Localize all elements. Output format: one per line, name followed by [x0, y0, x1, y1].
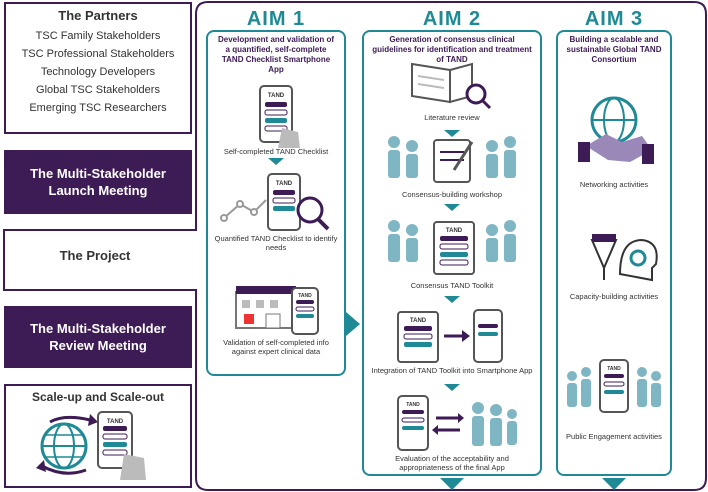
- phone-icon: [397, 395, 429, 451]
- aim2-step3-icon-label: TAND: [446, 228, 463, 234]
- project-label: The Project: [59, 248, 131, 263]
- aim1-step1-icon-label: TAND: [268, 93, 285, 99]
- phone-icon: [599, 359, 629, 413]
- aim2-subtitle: Generation of consensus clinical guideli…: [372, 35, 532, 64]
- phone-icon: [97, 411, 146, 480]
- aim1-step2-caption: Quantified TAND Checklist to identify ne…: [214, 234, 338, 252]
- phone-icon: [473, 309, 503, 363]
- globe-icon: [590, 96, 638, 144]
- notepad-icon: [433, 139, 474, 183]
- phone-icon: [259, 85, 300, 148]
- aim1-step3-caption: Validation of self-completed info agains…: [223, 338, 329, 356]
- aim2-title: AIM 2: [422, 8, 482, 30]
- review-meeting-label: The Multi-Stakeholder Review Meeting: [30, 321, 166, 353]
- aim2-icons: TAND TAND TAND: [388, 62, 517, 451]
- launch-meeting-label: The Multi-Stakeholder Launch Meeting: [30, 166, 166, 198]
- aim3-step3-caption: Public Engagement activities: [566, 432, 662, 441]
- aim2-step4-icon-label: TAND: [410, 318, 427, 324]
- scale-phone-label: TAND: [107, 419, 124, 425]
- toolkit-document-icon: [397, 311, 439, 363]
- launch-meeting-box: The Multi-Stakeholder Launch Meeting: [4, 150, 192, 214]
- arrow-right-icon: [444, 330, 470, 342]
- partner-item: Emerging TSC Researchers: [29, 102, 167, 114]
- circular-arrows-icon: [41, 415, 91, 475]
- aim2-step1-caption: Literature review: [424, 113, 480, 122]
- aim2-step4-caption: Integration of TAND Toolkit into Smartph…: [371, 366, 533, 375]
- hospital-icon: [235, 286, 297, 329]
- review-meeting-box: The Multi-Stakeholder Review Meeting: [4, 306, 192, 368]
- partner-item: TSC Family Stakeholders: [35, 30, 161, 42]
- people-group-icon: [472, 402, 517, 446]
- arrow-down-icon: [444, 384, 460, 391]
- aim3-step2-caption: Capacity-building activities: [569, 292, 659, 301]
- exchange-arrows-icon: [436, 416, 460, 432]
- aim2-step5-icon-label: TAND: [406, 402, 420, 408]
- scale-box: Scale-up and Scale-out TAND: [4, 384, 192, 488]
- partner-item: Technology Developers: [40, 66, 156, 78]
- arrow-down-icon: [268, 158, 284, 165]
- book-icon: [411, 62, 492, 110]
- people-group-icon: [388, 220, 516, 262]
- aim2-step3-caption: Consensus TAND Toolkit: [410, 281, 494, 290]
- toolkit-document-icon: [433, 221, 475, 275]
- aim2-step5-caption: Evaluation of the acceptability and appr…: [395, 454, 509, 472]
- partner-item: Global TSC Stakeholders: [36, 84, 160, 96]
- scale-illustration: TAND: [36, 411, 146, 480]
- line-chart-icon: [220, 199, 267, 222]
- arrow-down-icon: [444, 296, 460, 303]
- aim3-subtitle: Building a scalable and sustainable Glob…: [566, 35, 662, 64]
- globe-icon: [40, 422, 88, 470]
- aim3-title: AIM 3: [584, 8, 644, 30]
- aim1-step3-icon-label: TAND: [298, 293, 312, 299]
- aim1-step2-icon-label: TAND: [276, 181, 293, 187]
- aim1-subtitle: Development and validation of a quantifi…: [217, 35, 334, 74]
- handshake-icon: [578, 134, 654, 164]
- partners-title: The Partners: [58, 8, 138, 23]
- head-gear-icon: [618, 238, 658, 282]
- aim2-step2-caption: Consensus-building workshop: [401, 190, 503, 199]
- magnifier-icon: [296, 196, 330, 231]
- partners-box: The Partners TSC Family Stakeholders TSC…: [4, 2, 192, 134]
- aim3-step1-caption: Networking activities: [579, 180, 649, 189]
- partner-item: TSC Professional Stakeholders: [21, 48, 175, 60]
- people-group-icon: [388, 136, 516, 178]
- pen-tool-icon: [590, 234, 618, 280]
- aim3-icons: TAND: [567, 96, 661, 413]
- aim3-step3-icon-label: TAND: [607, 366, 621, 372]
- aim1-step1-caption: Self-completed TAND Checklist: [223, 147, 329, 156]
- arrow-down-icon: [444, 130, 460, 137]
- people-group-icon: [567, 367, 661, 407]
- aim1-title: AIM 1: [246, 8, 306, 30]
- arrow-down-icon: [444, 204, 460, 211]
- phone-icon: [291, 287, 319, 335]
- scale-title: Scale-up and Scale-out: [31, 390, 165, 404]
- aim1-icons: TAND TAND TAND: [220, 85, 330, 335]
